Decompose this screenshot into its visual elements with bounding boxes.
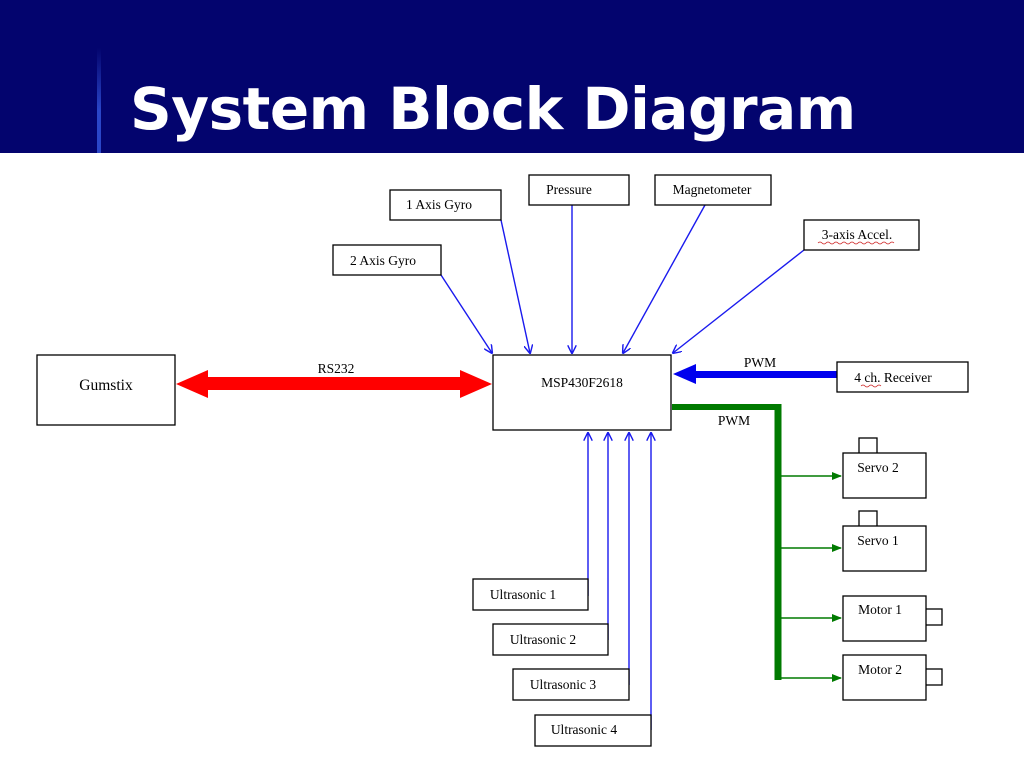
pwm-out-label: PWM [718, 413, 750, 428]
receiver-block: 4 ch. Receiver [836, 361, 969, 393]
ultrasonic2-label: Ultrasonic 2 [510, 632, 576, 647]
gyro-1axis-label: 1 Axis Gyro [406, 197, 472, 212]
accel-label: 3-axis Accel. [822, 227, 892, 242]
ultrasonic-links [588, 433, 651, 730]
servo2-label: Servo 2 [857, 460, 899, 475]
ultrasonic3-block: Ultrasonic 3 [512, 668, 630, 701]
motor2-block: Motor 2 [842, 654, 943, 701]
gumstix-label: Gumstix [79, 377, 133, 394]
pwm-in-label: PWM [744, 355, 776, 370]
spellcheck-underline [860, 384, 882, 388]
ultrasonic1-label: Ultrasonic 1 [490, 587, 556, 602]
gyro-2axis-block: 2 Axis Gyro [332, 244, 442, 276]
servo1-block: Servo 1 [842, 510, 927, 572]
title-bar [0, 0, 1024, 153]
motor1-label: Motor 1 [858, 602, 902, 617]
accel-block: 3-axis Accel. [803, 219, 920, 251]
motor2-label: Motor 2 [858, 662, 902, 677]
ultrasonic4-label: Ultrasonic 4 [551, 722, 618, 737]
pwm-in-link [673, 364, 837, 384]
spellcheck-underline [817, 241, 895, 245]
ultrasonic3-label: Ultrasonic 3 [530, 677, 597, 692]
ultrasonic1-block: Ultrasonic 1 [472, 578, 589, 611]
mcu-label: MSP430F2618 [541, 375, 623, 390]
gyro-2axis-label: 2 Axis Gyro [350, 253, 416, 268]
motor1-block: Motor 1 [842, 595, 943, 642]
slide-title: System Block Diagram [130, 75, 856, 143]
rs232-link [176, 370, 492, 398]
receiver-label: 4 ch. Receiver [854, 370, 932, 385]
pwm-out-bus [672, 404, 842, 682]
ultrasonic2-block: Ultrasonic 2 [492, 623, 609, 656]
sensor-links [440, 204, 805, 353]
ultrasonic4-block: Ultrasonic 4 [534, 714, 652, 747]
title-accent-line [97, 48, 101, 153]
rs232-label: RS232 [318, 361, 355, 376]
gyro-1axis-block: 1 Axis Gyro [389, 189, 502, 221]
servo1-label: Servo 1 [857, 533, 899, 548]
gumstix-block: Gumstix [36, 354, 176, 426]
magnetometer-label: Magnetometer [673, 182, 752, 197]
mcu-block: MSP430F2618 [492, 354, 672, 431]
pressure-block: Pressure [528, 174, 630, 206]
servo2-block: Servo 2 [842, 437, 927, 499]
magnetometer-block: Magnetometer [654, 174, 772, 206]
pressure-label: Pressure [546, 182, 592, 197]
